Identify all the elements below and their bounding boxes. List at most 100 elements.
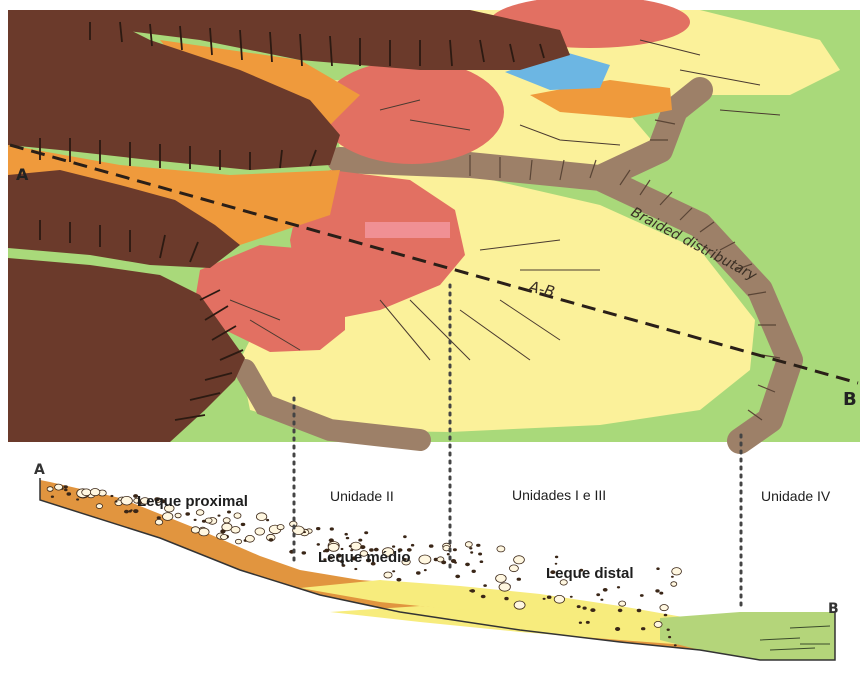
pebble	[637, 609, 642, 612]
pebble	[235, 539, 241, 544]
pebble	[618, 609, 623, 613]
pebble	[234, 513, 241, 518]
profile-point-b-label: B	[828, 601, 839, 617]
pebble	[364, 531, 368, 534]
pebble	[454, 562, 457, 564]
pebble	[255, 528, 265, 535]
pebble	[90, 489, 100, 496]
pebble	[543, 598, 546, 600]
pebble	[55, 484, 63, 490]
pebble	[514, 601, 525, 609]
pebble	[392, 545, 395, 547]
pebble	[302, 551, 307, 554]
pebble	[664, 614, 668, 617]
pebble	[266, 519, 269, 521]
pebble	[497, 546, 505, 552]
pebble	[600, 599, 603, 601]
pebble	[218, 515, 221, 517]
pebble	[256, 513, 266, 521]
pebble	[51, 496, 54, 498]
pebble	[472, 570, 476, 573]
pebble	[175, 513, 181, 518]
pebble	[416, 571, 421, 574]
pebble	[617, 586, 620, 588]
pebble	[194, 519, 197, 521]
pebble	[659, 592, 663, 595]
pebble	[496, 574, 507, 582]
pebble	[411, 544, 414, 547]
pebble	[570, 596, 573, 598]
pebble	[654, 621, 662, 627]
pebble	[245, 535, 254, 542]
pebble	[455, 575, 460, 579]
label-unidade-ii: Unidade II	[330, 488, 394, 504]
pebble	[157, 516, 161, 519]
pebble	[329, 538, 334, 542]
pebble	[96, 504, 102, 509]
pebble	[392, 570, 395, 572]
pebble	[429, 544, 434, 547]
pebble	[223, 518, 230, 523]
pebble	[231, 527, 240, 534]
pebble	[227, 511, 231, 514]
pebble	[660, 605, 668, 611]
map-point-a-label: A	[16, 165, 29, 184]
pebble	[590, 608, 595, 612]
medial-fan-highlight	[365, 222, 450, 238]
pebble	[441, 561, 446, 565]
pebble	[269, 538, 274, 542]
pebble	[63, 485, 68, 488]
pebble	[480, 560, 484, 563]
pebble	[121, 496, 132, 505]
pebble	[603, 588, 608, 592]
pebble	[447, 553, 450, 555]
pebble	[191, 527, 199, 533]
pebble	[499, 583, 510, 591]
pebble	[469, 590, 472, 592]
pebble	[514, 556, 525, 564]
pebble	[465, 563, 470, 567]
profile-green-layer	[660, 612, 835, 660]
map-view: A B A-B Braided distributary	[8, 0, 860, 442]
pebble	[641, 627, 645, 630]
label-leque-proximal: Leque proximal	[137, 493, 248, 510]
pebble	[577, 605, 581, 608]
pebble	[185, 512, 190, 515]
pebble	[509, 565, 518, 572]
pebble	[419, 555, 431, 564]
pebble	[358, 539, 362, 542]
pebble	[655, 589, 659, 592]
pebble	[465, 542, 472, 547]
pebble	[64, 489, 68, 492]
pebble	[478, 553, 482, 556]
pebble	[640, 594, 644, 597]
pebble	[656, 567, 659, 570]
pebble	[110, 495, 113, 497]
pebble	[199, 528, 209, 536]
pebble	[124, 510, 129, 514]
pebble	[672, 568, 682, 575]
pebble	[554, 595, 564, 603]
pebble	[674, 644, 677, 646]
pebble	[277, 525, 284, 530]
pebble	[586, 621, 590, 624]
pebble	[671, 582, 677, 587]
pebble	[202, 520, 206, 523]
pebble	[76, 498, 79, 500]
pebble	[130, 509, 133, 511]
label-leque-medio: Leque médio	[318, 549, 411, 566]
pebble	[67, 492, 72, 495]
pebble	[155, 519, 162, 525]
pebble	[615, 627, 620, 631]
pebble	[163, 513, 173, 521]
pebble	[667, 629, 670, 631]
pebble	[619, 601, 626, 606]
pebble	[316, 527, 320, 530]
profile-point-a-label: A	[34, 462, 45, 478]
label-leque-distal: Leque distal	[546, 565, 634, 582]
label-unidades-i-iii: Unidades I e III	[512, 487, 606, 503]
pebble	[47, 487, 53, 492]
pebble	[345, 533, 348, 536]
pebble	[517, 578, 521, 581]
pebble	[453, 548, 457, 551]
